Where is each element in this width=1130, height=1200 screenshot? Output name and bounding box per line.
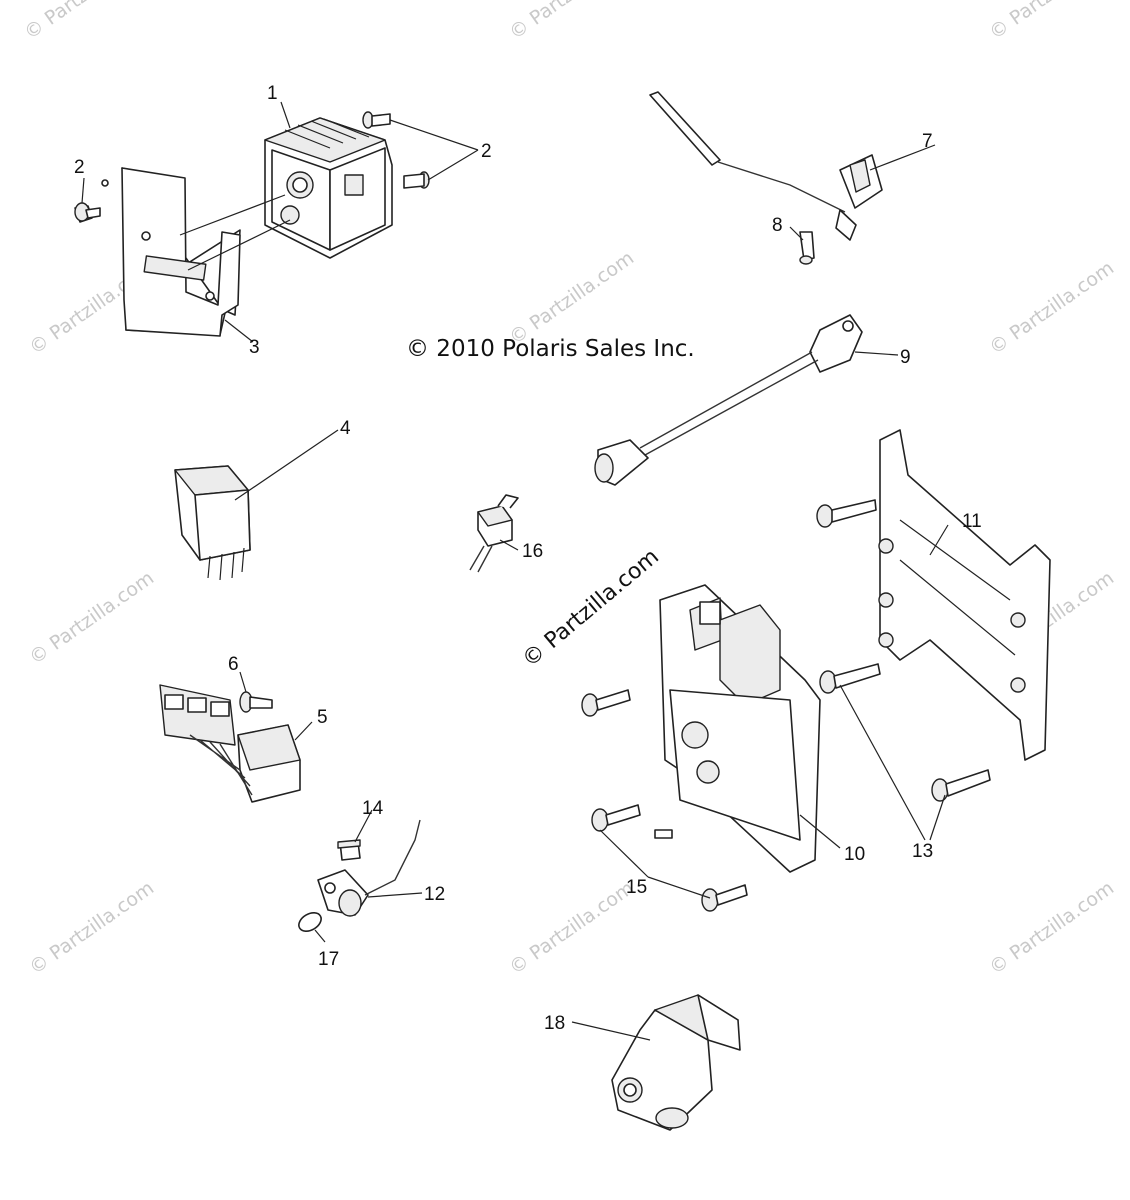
callout-label: 18: [544, 1013, 565, 1034]
sensor-part-7: [649, 91, 883, 241]
callout-label: 11: [962, 511, 982, 532]
callout-label: 5: [317, 707, 328, 728]
callout-label: 7: [922, 131, 933, 152]
callout-label: 13: [912, 841, 933, 862]
screws-part-13: [816, 499, 991, 802]
bolt-part-6: [239, 691, 273, 713]
callout-label: 15: [626, 877, 647, 898]
bolt-part-14: [337, 839, 361, 861]
callout-label: 1: [267, 83, 278, 104]
callout-label: 17: [318, 949, 339, 970]
switch-part-16: [469, 494, 519, 573]
watermark: © Partzilla.com: [505, 247, 638, 349]
connector-part-5: [159, 684, 301, 803]
watermark: © Partzilla.com: [505, 0, 638, 44]
callout-label: 4: [340, 418, 351, 439]
copyright-notice: © 2010 Polaris Sales Inc.: [406, 336, 695, 362]
callout-label: 3: [249, 337, 260, 358]
bolt-part-8: [799, 231, 815, 265]
callout-label: 12: [424, 884, 445, 905]
leader-lines: [81, 101, 949, 1041]
watermark: © Partzilla.com: [25, 877, 158, 979]
watermark: © Partzilla.com: [985, 877, 1118, 979]
callout-label: 6: [228, 654, 239, 675]
callout-label: 2: [481, 141, 492, 162]
callout-label: 8: [772, 215, 783, 236]
watermark: © Partzilla.com: [985, 257, 1118, 359]
watermark: © Partzilla.com: [985, 0, 1118, 44]
callout-label: 9: [900, 347, 911, 368]
screws-part-2: [74, 111, 430, 223]
watermark: © Partzilla.com: [20, 0, 153, 44]
o-ring-part-17: [298, 912, 322, 932]
sensor-part-9: [594, 314, 863, 486]
callout-label: 16: [522, 541, 543, 562]
mounting-plate-part-11: [878, 429, 1051, 761]
sensor-part-18: [611, 994, 741, 1131]
watermark: © Partzilla.com: [505, 877, 638, 979]
ecu-part-10: [654, 584, 821, 873]
callout-label: 14: [362, 798, 384, 819]
watermark: © Partzilla.com: [25, 567, 158, 669]
relay-part-4: [174, 465, 251, 581]
screws-part-15: [581, 689, 748, 912]
module-part-1: [179, 117, 393, 271]
callout-labels: 1 2 2 3 4 5 6 7 8 9 10 11 12 13 14 15 16…: [74, 83, 982, 1034]
center-watermark: © Partzilla.com: [518, 544, 664, 672]
bracket-part-3: [101, 167, 241, 337]
callout-label: 10: [844, 844, 865, 865]
sensor-part-12: [317, 819, 421, 917]
callout-label: 2: [74, 157, 85, 178]
